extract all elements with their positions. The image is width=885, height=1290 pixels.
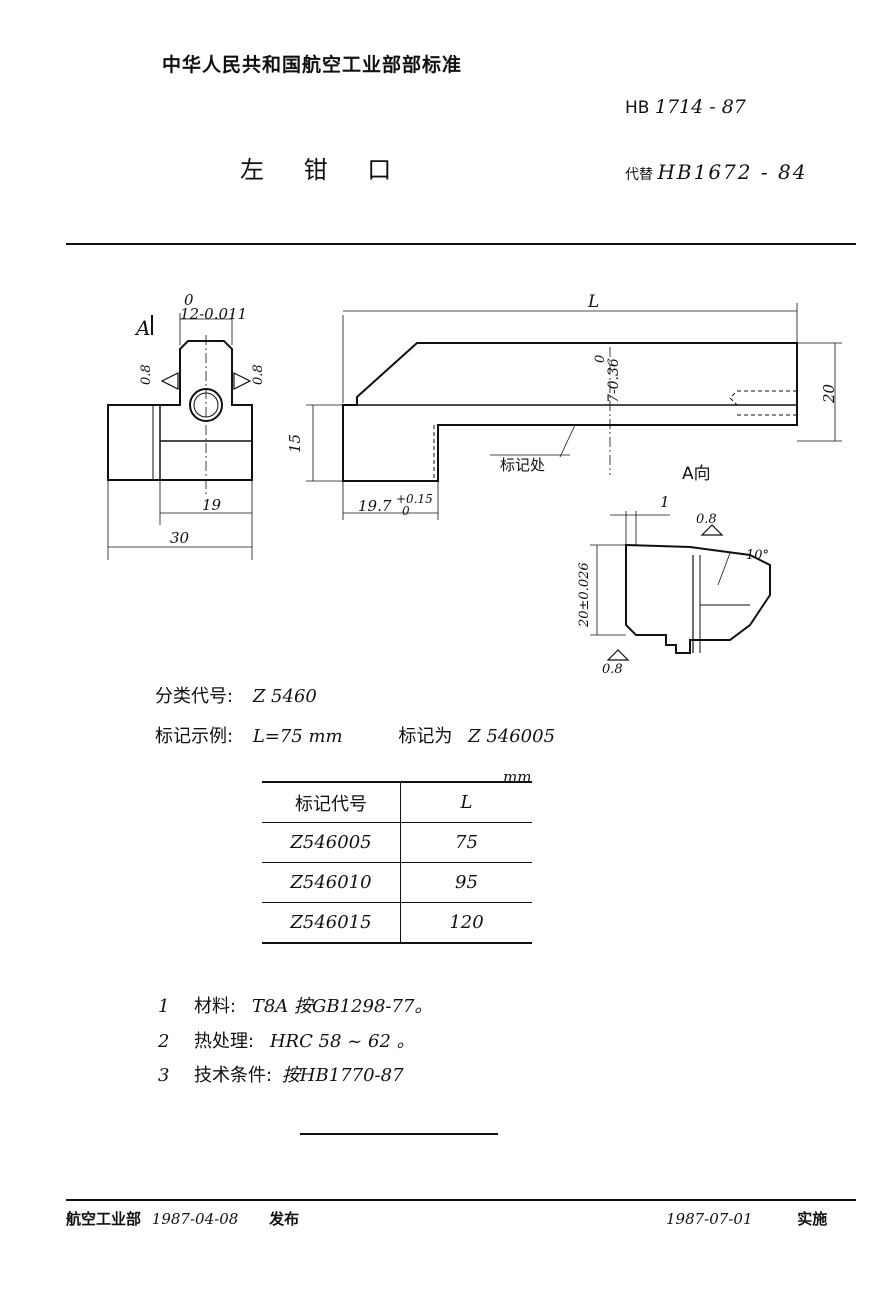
- example-value: L=75 mm: [252, 726, 343, 747]
- note-label: 材料:: [194, 996, 237, 1017]
- technical-drawing: 0 12-0.011 A 0.8 0.8 19 30 15 L 0 7-0.36…: [107, 291, 842, 675]
- marking-example-line: 标记示例: L=75 mm 标记为 Z 546005: [155, 722, 555, 748]
- header-L: L: [400, 782, 532, 823]
- a-view: [590, 511, 771, 661]
- class-code: Z 5460: [252, 686, 317, 707]
- standard-number: HB 1714 - 87: [625, 96, 746, 118]
- row-code: Z546005: [262, 822, 401, 863]
- note-item: 3 技术条件: 按HB1770-87: [158, 1061, 404, 1087]
- footer-issue-date: 1987-04-08: [151, 1210, 239, 1228]
- dim-30: 30: [170, 529, 190, 547]
- side-view: [107, 313, 253, 560]
- row-length: 120: [449, 912, 484, 933]
- example-label: 标记示例:: [155, 726, 234, 747]
- marking-code-table: 标记代号 L Z546005 75 Z546010 95 Z546015 120: [262, 781, 532, 944]
- dim-7: 7-0.36: [606, 358, 622, 403]
- footer-divider: [66, 1199, 856, 1201]
- table-row: Z546015 120: [262, 902, 532, 943]
- table-header-row: 标记代号 L: [262, 782, 532, 823]
- row-length: 95: [400, 862, 532, 903]
- example-mark-label: 标记为: [398, 726, 453, 747]
- standard-prefix: HB: [625, 98, 650, 118]
- note-number: 2: [158, 1031, 170, 1052]
- classification-line: 分类代号: Z 5460: [155, 682, 317, 708]
- dim-20-tol: 20±0.026: [577, 562, 592, 628]
- dim-7-upper: 0: [593, 355, 608, 363]
- dim-1: 1: [660, 493, 670, 511]
- replaces-standard: 代替 HB1672 - 84: [625, 160, 807, 184]
- roughness-a-top: 0.8: [696, 512, 717, 527]
- note-item: 2 热处理: HRC 58 ~ 62 。: [158, 1027, 415, 1053]
- dim-15: 15: [286, 434, 304, 453]
- note-label: 技术条件:: [194, 1065, 273, 1086]
- note-text: 按HB1770-87: [281, 1065, 404, 1086]
- dim-top-width: 12-0.011: [180, 305, 247, 323]
- note-label: 热处理:: [194, 1031, 255, 1052]
- row-code: Z546015: [262, 902, 401, 943]
- dim-19: 19: [202, 496, 222, 514]
- dim-197-tol-upper: +0.15: [396, 492, 433, 506]
- dim-197-tol-lower: 0: [402, 504, 410, 518]
- dim-197: 19.7: [358, 497, 392, 515]
- class-label: 分类代号:: [155, 686, 234, 707]
- footer-issuer: 航空工业部: [66, 1210, 142, 1228]
- footer-effective-date: 1987-07-01: [666, 1210, 753, 1228]
- replace-label: 代替: [625, 167, 653, 183]
- dim-top-width-upper: 0: [184, 291, 194, 309]
- row-length: 75: [400, 822, 532, 863]
- footer-effective: 1987-07-01 实施: [666, 1208, 827, 1229]
- front-view: [306, 303, 842, 520]
- dim-20: 20: [820, 383, 838, 404]
- footer-issue: 航空工业部 1987-04-08 发布: [66, 1208, 299, 1229]
- table-row: Z546005 75: [262, 822, 532, 863]
- note-text: HRC 58 ~ 62 。: [269, 1031, 415, 1052]
- roughness-right: 0.8: [251, 364, 266, 385]
- footer-effective-label: 实施: [797, 1210, 828, 1228]
- replace-number: HB1672 - 84: [657, 160, 808, 184]
- mark-location-label: 标记处: [500, 456, 545, 474]
- row-code: Z546010: [262, 862, 401, 903]
- roughness-left: 0.8: [139, 364, 154, 385]
- end-rule: [300, 1133, 498, 1135]
- note-number: 3: [158, 1065, 170, 1086]
- note-text: T8A 按GB1298-77。: [251, 996, 433, 1017]
- example-mark: Z 546005: [468, 726, 556, 747]
- note-item: 1 材料: T8A 按GB1298-77。: [158, 992, 432, 1018]
- roughness-a-bottom: 0.8: [602, 662, 623, 675]
- footer-issue-label: 发布: [269, 1210, 300, 1228]
- header-divider: [66, 243, 856, 245]
- document-title: 左 钳 口: [240, 156, 392, 184]
- angle-10: 10°: [746, 548, 769, 563]
- table-row: Z546010 95: [262, 862, 532, 903]
- standard-number-value: 1714 - 87: [654, 96, 746, 118]
- dim-L: L: [587, 292, 599, 312]
- organization-title: 中华人民共和国航空工业部部标准: [162, 54, 463, 76]
- header-code: 标记代号: [262, 782, 401, 823]
- note-number: 1: [158, 996, 170, 1017]
- section-label: A: [134, 316, 150, 340]
- view-label: A向: [682, 464, 711, 484]
